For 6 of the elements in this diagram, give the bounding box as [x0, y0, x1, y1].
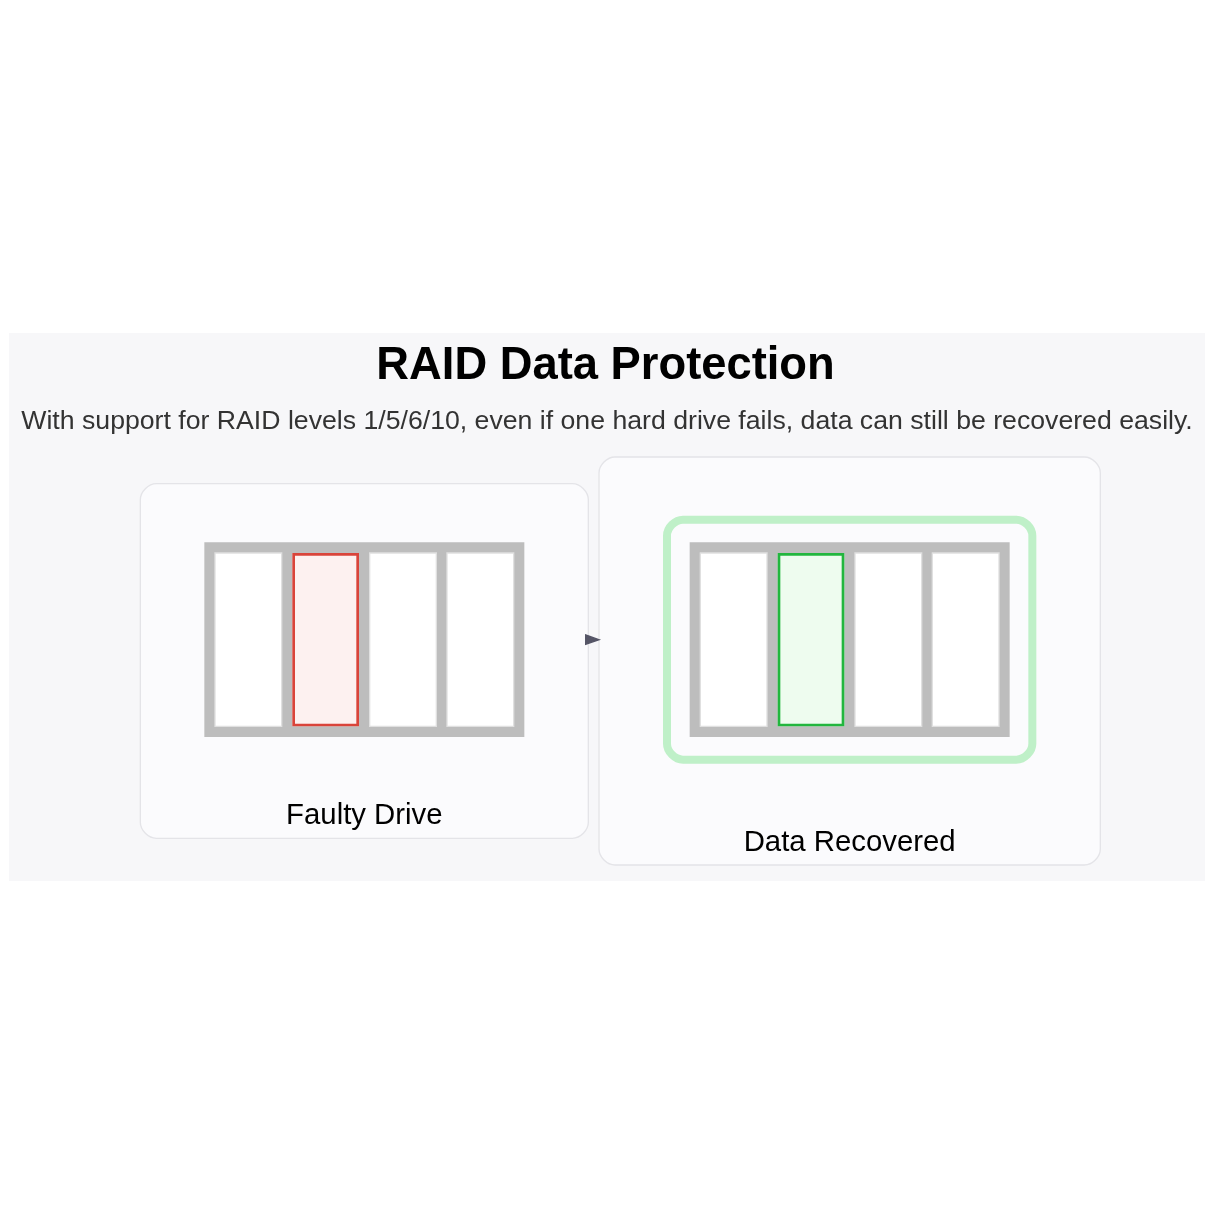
diagram-title: RAID Data Protection — [376, 337, 835, 389]
node-picture — [204, 542, 525, 737]
cluster: Data Recovered — [598, 456, 1101, 866]
node-picture — [663, 515, 1037, 764]
cluster: Faulty Drive — [139, 483, 589, 839]
label: With support for RAID levels 1/5/6/10, even if one hard drive fails, data can still be recovered easily. — [21, 405, 1193, 435]
